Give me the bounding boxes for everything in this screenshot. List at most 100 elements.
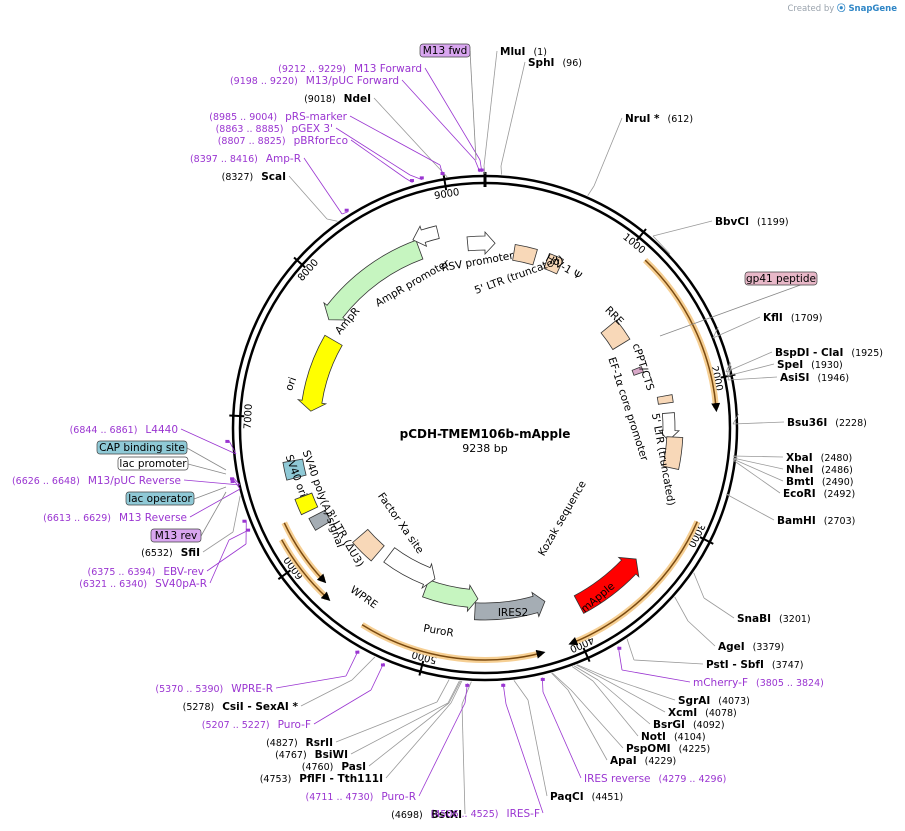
box-label-gp41-peptide: gp41 peptide [746,273,816,285]
tick-label: 7000 [243,404,255,430]
primer-leader [275,675,347,689]
enzyme-leader [570,689,624,749]
feature-group [282,225,684,621]
primer-label-m13-puc-reverse: (6626 .. 6648)M13/pUC Reverse [12,475,181,487]
enzyme-leader [732,458,784,482]
enzyme-leader [450,680,463,704]
enzyme-leader [712,326,719,339]
box-label-cap-binding-site: CAP binding site [99,442,185,454]
primer-label-puro-f: (5207 .. 5227)Puro-F [202,719,311,731]
ltr3-shape [352,528,385,562]
mapple-shape [573,556,640,614]
enzyme-leader [326,218,338,222]
enzyme-leader [725,493,775,521]
primer-leader [180,428,237,455]
enzyme-label-noti: NotI(4104) [641,731,706,743]
tick-label: 1000 [620,232,647,257]
primer-label-l4440: (6844 .. 6861)L4440 [70,424,178,436]
enzyme-label-bstxi: (4698)BstXI [391,809,462,821]
enzyme-leader [232,495,241,533]
enzyme-label-csii-sexai: (5278)CsiI - SexAI * [183,701,299,713]
enzyme-label-pflfi-tth111i: (4753)PflFI - Tth111I [260,773,383,785]
enzyme-label-nhei: NheI(2486) [786,464,853,476]
enzyme-leader [385,702,452,779]
feature-label-cppt-cts: cPPT/CTS [630,342,657,392]
tick-mark [229,414,245,418]
primer-leader [621,669,691,683]
enzyme-label-agei: AgeI(3379) [718,641,784,653]
enzyme-leader [447,680,460,704]
enzyme-leader [436,679,450,703]
primer-label-prs-marker: (8985 .. 9004)pRS-marker [209,111,347,123]
enzyme-label-bmti: BmtI(2490) [786,476,853,488]
box-leader [200,491,227,537]
box-label-lac-operator: lac operator [128,493,192,505]
enzyme-leader [576,664,603,679]
box-lac-promoter [117,456,189,471]
enzyme-label-asisi: AsiSI(1946) [780,372,849,384]
primer-label-mcherry-f: mCherry-F(3805 .. 3824) [693,677,824,689]
primer-site [501,683,506,687]
enzyme-label-spei: SpeI(1930) [777,359,843,371]
feature-label-kozak-sequence: Kozak sequence [536,479,589,558]
primer-site [409,179,414,183]
enzyme-label-ndei: (9018)NdeI [304,93,371,105]
feature-label-puror: PuroR [422,622,454,639]
orf-arc-group [279,257,721,663]
enzyme-leader [726,363,731,377]
enzyme-leader [500,61,526,167]
tick-mark [699,536,714,545]
enzyme-leader [703,597,735,619]
primer-label-ires-reverse: IRES reverse(4279 .. 4296) [584,773,726,785]
orf-arc [280,539,331,601]
primer-site [380,663,385,667]
primer-leader [542,691,582,779]
enzyme-leader [732,413,739,425]
enzyme-label-sphi: SphI(96) [528,57,582,69]
tick-mark [582,647,591,663]
ampr-promoter-shape [412,225,440,247]
enzyme-label-sgrai: SgrAI(4073) [678,695,750,707]
enzyme-label-bsu36i: Bsu36I(2228) [787,417,867,429]
primer-leader [345,650,359,677]
orf-arc [644,259,721,413]
sv40-ori-shape [294,492,319,516]
enzyme-leader [725,362,731,373]
plasmid-name: pCDH-TMEM106b-mApple [400,427,571,441]
enzyme-label-ecori: EcoRI(2492) [783,488,855,500]
enzyme-leader [202,531,234,553]
enzyme-leader [727,365,732,381]
tick-mark [277,569,292,580]
snapgene-logo: ⦿ SnapGene [836,4,897,14]
box-label-lac-promoter: lac promoter [119,458,187,470]
enzyme-leader [567,689,608,761]
enzyme-label-apai: ApaI(4229) [610,755,676,767]
primer-leader [313,689,372,725]
ires2-shape [474,591,546,621]
enzyme-leader [587,185,595,196]
primer-site [617,646,622,650]
tick-label: 8000 [296,257,321,283]
primer-label-pbrforeco: (8807 .. 8825)pBRforEco [218,135,348,147]
enzyme-leader [513,680,529,701]
enzyme-leader [727,376,778,381]
feature-label-rsv-promoter: RSV promoter [440,250,515,275]
enzyme-leader [461,681,472,705]
enzyme-leader [335,701,438,743]
enzyme-leader [725,351,773,373]
puror-shape [422,579,479,613]
enzyme-label-bsrgi: BsrGI(4092) [653,719,725,731]
enzyme-label-bbvci: BbvCI(1199) [715,216,789,228]
gp41-shape [631,366,644,376]
enzyme-leader [593,117,623,187]
primer-leader [350,139,406,179]
primer-label-ires-f: (4506 .. 4525)IRES-F [431,808,540,820]
box-cap-binding-site [96,440,188,455]
hiv1-psi-shape [543,252,564,275]
snapgene-brand-text: SnapGene [848,4,897,14]
primer-label-puro-r: (4711 .. 4730)Puro-R [306,791,416,803]
enzyme-label-bamhi: BamHI(2703) [777,515,855,527]
enzyme-label-kfli: KflI(1709) [763,312,822,324]
enzyme-leader [368,702,450,767]
enzyme-label-bspdi-clai: BspDI - ClaI(1925) [775,347,883,359]
